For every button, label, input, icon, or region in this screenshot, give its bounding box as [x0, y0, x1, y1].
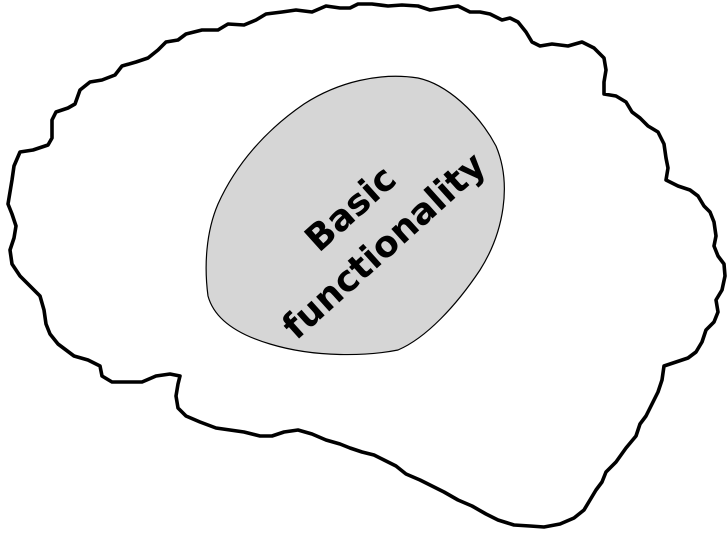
brain-diagram: Basic functionality — [0, 0, 727, 536]
